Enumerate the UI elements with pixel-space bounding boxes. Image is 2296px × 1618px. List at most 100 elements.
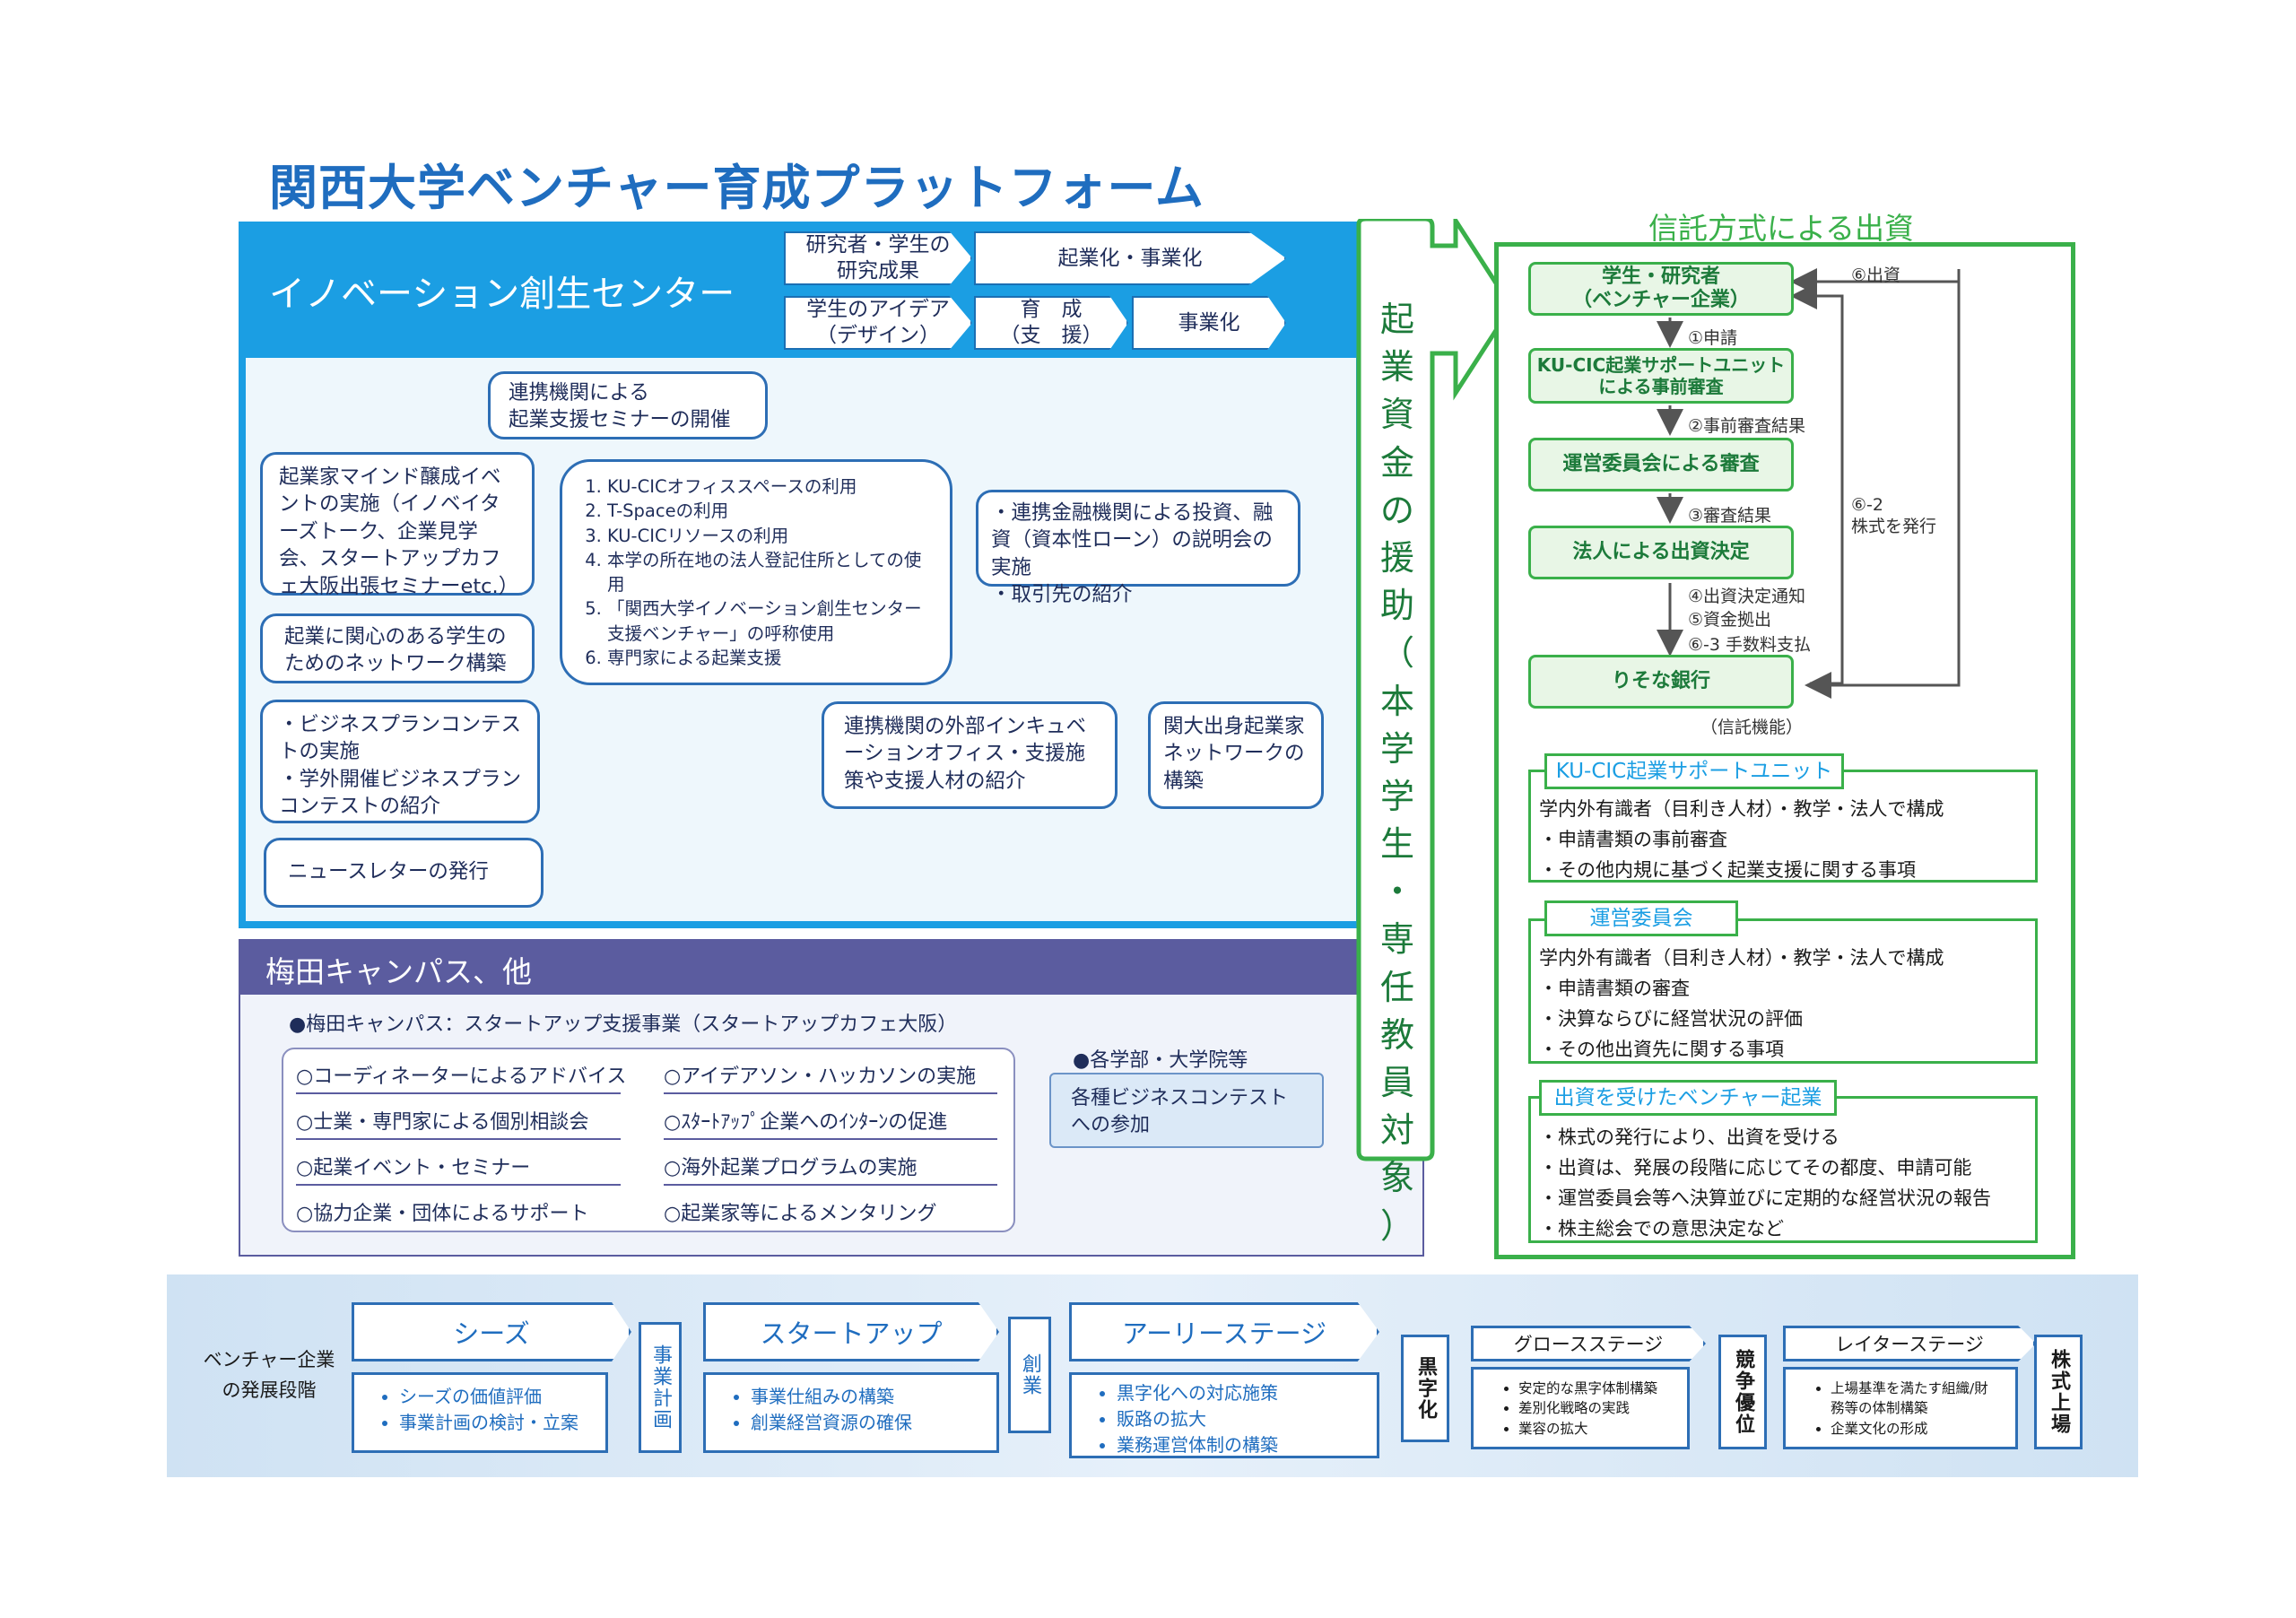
bank-box: りそな銀行	[1528, 655, 1794, 709]
committee-line: ・申請書類の審査	[1539, 978, 1690, 999]
trust-function-note: （信託機能）	[1700, 718, 1804, 737]
step-note: ⑥出資	[1851, 265, 1901, 285]
stage-later-body: 上場基準を満たす組織/財務等の体制構築 企業文化の形成	[1783, 1367, 2018, 1449]
arrow-char: 資	[1379, 395, 1414, 435]
umeda-subtitle: ●梅田キャンパス：スタートアップ支援事業（スタートアップカフェ大阪）	[289, 1013, 958, 1036]
applicant-box: 学生・研究者 （ベンチャー企業）	[1528, 262, 1794, 316]
stage-startup: スタートアップ	[703, 1302, 999, 1361]
arrow-char: 専	[1379, 919, 1414, 960]
unit-line: 学内外有識者（目利き人材）・教学・法人で構成	[1539, 798, 1944, 820]
seminar-box: 連携機関による 起業支援セミナーの開催	[488, 371, 768, 439]
umeda-list	[282, 1048, 1015, 1232]
chevron-commercialize: 起業化・事業化	[974, 231, 1286, 285]
arrow-char: 学	[1379, 776, 1414, 816]
page-title: 関西大学ベンチャー育成プラットフォーム	[269, 160, 1205, 216]
committee-line: ・その他出資先に関する事項	[1539, 1039, 1784, 1060]
committee-tag: 運営委員会	[1544, 900, 1738, 936]
stage-item: 黒字化への対応施策	[1117, 1380, 1361, 1406]
venture-tag: 出資を受けたベンチャー起業	[1539, 1080, 1837, 1116]
step-note: ①申請	[1688, 328, 1738, 348]
decision-box: 法人による出資決定	[1528, 526, 1794, 579]
stage-black: 黒字化	[1401, 1335, 1449, 1442]
incubation-box: 連携機関の外部インキュベーションオフィス・支援施策や支援人材の紹介	[822, 701, 1118, 809]
stage-item: 業容の拡大	[1518, 1419, 1671, 1439]
stage-compete: 競争優位	[1718, 1335, 1767, 1449]
mind-box: 起業家マインド醸成イベントの実施（イノベイターズトーク、企業見学会、スタートアッ…	[260, 452, 535, 598]
arrow-char: 教	[1379, 1014, 1414, 1055]
umeda-item: ○士業・専門家による個別相談会	[296, 1106, 621, 1140]
chevron-idea: 学生のアイデア （デザイン）	[784, 296, 972, 350]
umeda-header	[239, 939, 1424, 995]
resource-item: KU-CICリソースの利用	[607, 524, 926, 548]
trust-title: 信託方式による出資	[1648, 211, 1915, 246]
stage-item: 安定的な黒字体制構築	[1518, 1379, 1671, 1398]
arrow-char: （	[1379, 633, 1414, 674]
stages-label: ベンチャー企業 の発展段階	[203, 1349, 335, 1401]
resource-item: 専門家による起業支援	[607, 646, 926, 670]
umeda-item: ○海外起業プログラムの実施	[664, 1152, 997, 1186]
arrow-char: 業	[1379, 347, 1414, 387]
umeda-item: ○起業イベント・セミナー	[296, 1152, 621, 1186]
umeda-item: ○協力企業・団体によるサポート	[296, 1203, 589, 1225]
arrow-char: の	[1379, 490, 1414, 530]
preexam-box: KU-CIC起業サポートユニット による事前審査	[1528, 348, 1794, 404]
stage-plan: 事業計画	[639, 1322, 682, 1453]
unit-line: ・申請書類の事前審査	[1539, 829, 1727, 850]
committee-line: 学内外有識者（目利き人材）・教学・法人で構成	[1539, 947, 1944, 969]
chevron-nurture: 育 成 （支 援）	[974, 296, 1128, 350]
umeda-label: 梅田キャンパス、他	[265, 954, 532, 989]
stage-seeds: シーズ	[352, 1302, 631, 1361]
stage-item: シーズの価値評価	[399, 1384, 589, 1410]
stage-item: 創業経営資源の確保	[751, 1410, 980, 1436]
newsletter-box: ニュースレターの発行	[264, 838, 544, 908]
resource-item: 本学の所在地の法人登記住所としての使用	[607, 548, 926, 597]
stage-founding: 創業	[1008, 1317, 1051, 1433]
step-note: ②事前審査結果	[1688, 416, 1806, 436]
chevron-business: 事業化	[1132, 296, 1286, 350]
trust-flow-lines	[1657, 268, 1961, 699]
faculty-box: 各種ビジネスコンテストへの参加	[1049, 1073, 1324, 1148]
chevron-research: 研究者・学生の 研究成果	[784, 231, 972, 285]
step-note: ③審査結果	[1688, 506, 1772, 526]
stage-item: 業務運営体制の構築	[1117, 1432, 1361, 1458]
innovation-label: イノベーション創生センター	[269, 274, 735, 315]
resource-item: T-Spaceの利用	[607, 499, 926, 523]
arrow-char: ・	[1379, 872, 1414, 912]
resource-item: 「関西大学イノベーション創生センター支援ベンチャー」の呼称使用	[607, 596, 926, 646]
arrow-char: 任	[1379, 967, 1414, 1007]
stage-ipo: 株式上場	[2034, 1335, 2083, 1449]
stage-early: アーリーステージ	[1069, 1302, 1379, 1361]
step-note: ⑤資金拠出	[1688, 610, 1772, 630]
stage-later: レイターステージ	[1783, 1326, 2036, 1361]
umeda-item: ○コーディネーターによるアドバイス	[296, 1060, 626, 1094]
step-note: ⑥-3 手数料支払	[1688, 635, 1812, 655]
stage-growth-body: 安定的な黒字体制構築 差別化戦略の実践 業容の拡大	[1471, 1367, 1690, 1449]
alumni-box: 関大出身起業家ネットワークの構築	[1148, 701, 1324, 809]
arrow-char: 生	[1379, 824, 1414, 865]
funding-arrow	[1356, 219, 1514, 1161]
umeda-item: ○アイデアソン・ハッカソンの実施	[664, 1060, 997, 1094]
arrow-char: 援	[1379, 537, 1414, 578]
stage-item: 上場基準を満たす組織/財務等の体制構築	[1831, 1379, 1999, 1419]
arrow-char: 対	[1379, 1110, 1414, 1151]
stage-growth: グロースステージ	[1471, 1326, 1706, 1361]
arrow-char: 起	[1379, 300, 1414, 339]
faculty-label: ●各学部・大学院等	[1073, 1049, 1248, 1072]
contest-box: ・ビジネスプランコンテストの実施 ・学外開催ビジネスプランコンテストの紹介	[260, 700, 540, 823]
arrow-char: ）	[1379, 1205, 1414, 1246]
stage-item: 差別化戦略の実践	[1518, 1398, 1671, 1418]
funding-arrow-text: 起 業 資 金 の 援 助 （ 本 学 学 生 ・ 専 任 教 員 対 象 ）	[1359, 296, 1436, 1250]
umeda-item: ○起業家等によるメンタリング	[664, 1203, 937, 1225]
resource-list: KU-CICオフィススペースの利用 T-Spaceの利用 KU-CICリソースの…	[560, 459, 952, 685]
committee-frame	[1528, 918, 2038, 1064]
committee-line: ・決算ならびに経営状況の評価	[1539, 1008, 1803, 1030]
venture-line: ・出資は、発展の段階に応じてその都度、申請可能	[1539, 1157, 1972, 1179]
arrow-char: 本	[1379, 681, 1414, 721]
finance-box: ・連携金融機関による投資、融資（資本性ローン）の説明会の実施 ・取引先の紹介	[976, 490, 1300, 606]
stage-item: 企業文化の形成	[1831, 1419, 1999, 1439]
venture-line: ・運営委員会等へ決算並びに定期的な経営状況の報告	[1539, 1187, 1991, 1209]
arrow-char: 員	[1379, 1063, 1414, 1102]
committee-review-box: 運営委員会による審査	[1528, 438, 1794, 491]
arrow-char: 助	[1379, 586, 1414, 626]
stage-early-body: 黒字化への対応施策 販路の拡大 業務運営体制の構築	[1069, 1372, 1379, 1458]
